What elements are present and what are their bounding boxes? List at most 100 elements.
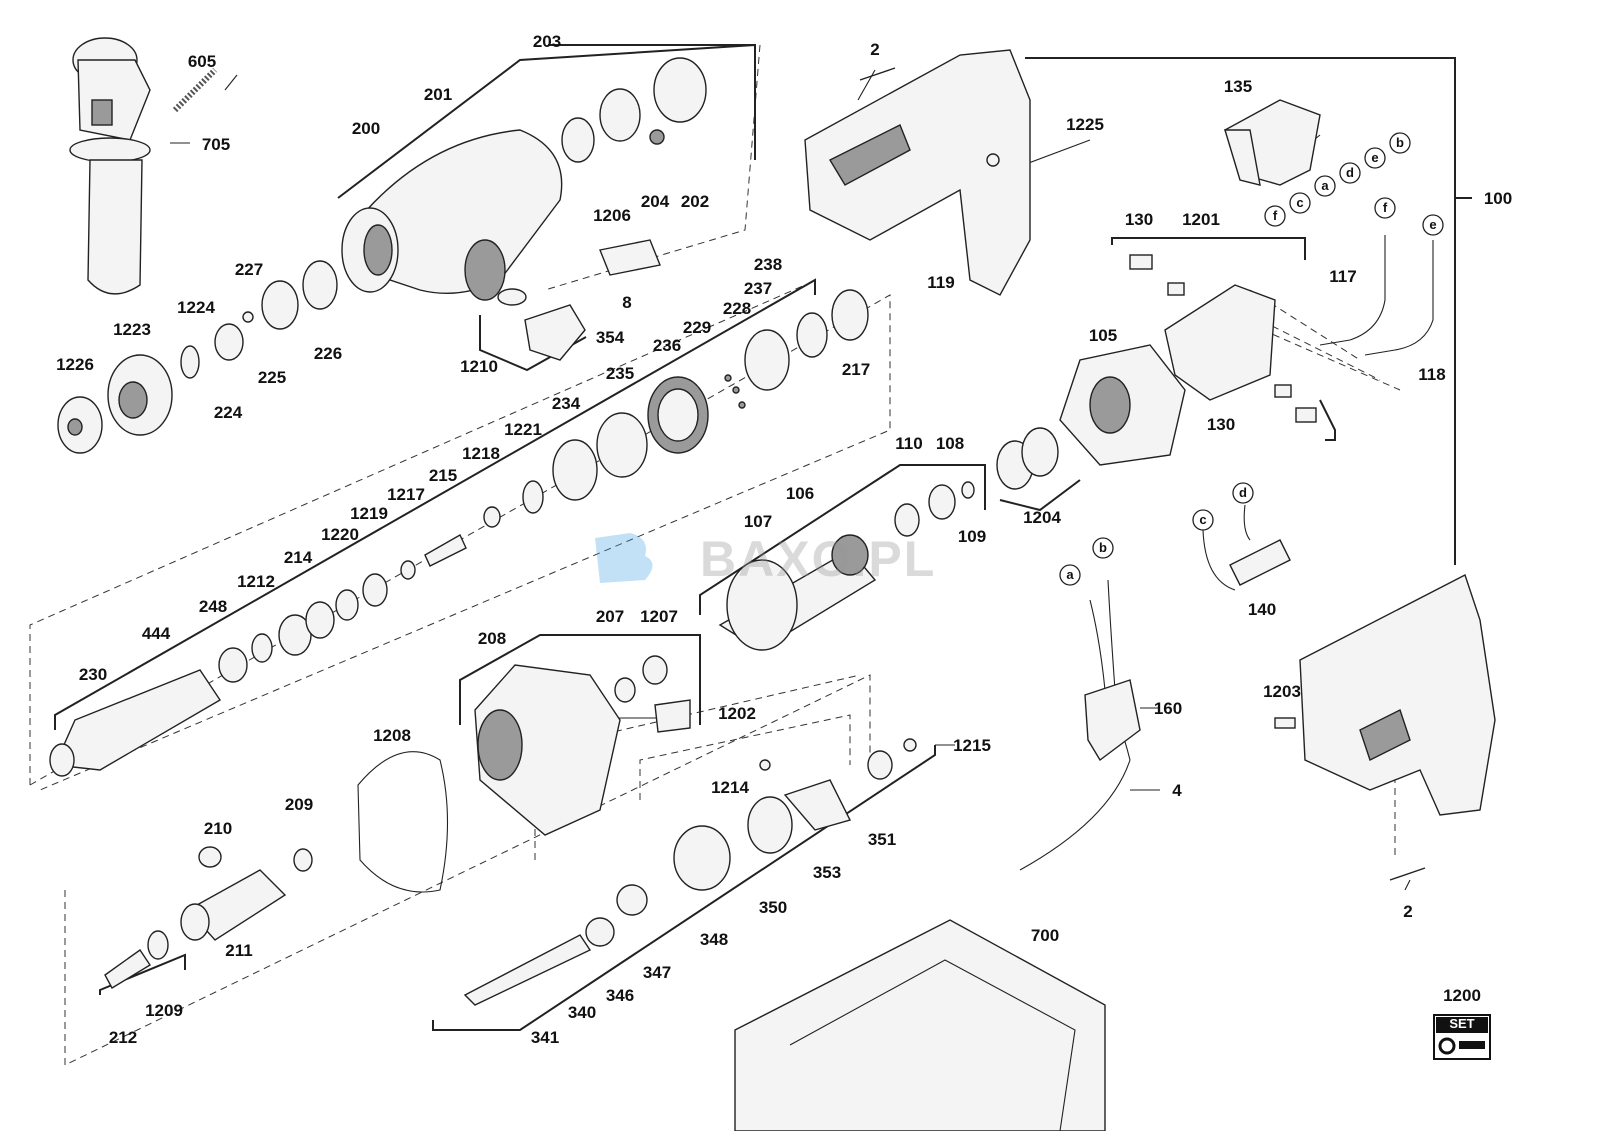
part-number-label: 705 bbox=[202, 135, 230, 154]
part-number-label: 227 bbox=[235, 260, 263, 279]
part-number-label: 1224 bbox=[177, 298, 215, 317]
part-number-label: 214 bbox=[284, 548, 313, 567]
part-number-label: 235 bbox=[606, 364, 634, 383]
part-number-label: 1220 bbox=[321, 525, 359, 544]
part-number-label: 202 bbox=[681, 192, 709, 211]
part-number-label: 201 bbox=[424, 85, 452, 104]
wire-letter-marker: b bbox=[1092, 537, 1114, 559]
selector-knob bbox=[497, 288, 586, 361]
part-number-label: 1201 bbox=[1182, 210, 1220, 229]
part-number-label: 229 bbox=[683, 318, 711, 337]
part-number-label: 226 bbox=[314, 344, 342, 363]
part-number-label: 217 bbox=[842, 360, 870, 379]
svg-text:c: c bbox=[1296, 195, 1303, 210]
part-number-label: 1207 bbox=[640, 607, 678, 626]
wire-letter-marker: a bbox=[1314, 175, 1336, 197]
part-number-label: 354 bbox=[596, 328, 625, 347]
part-number-label: 117 bbox=[1329, 267, 1356, 286]
part-number-label: 208 bbox=[478, 629, 506, 648]
wire-letter-marker: d bbox=[1339, 162, 1361, 184]
part-number-label: 1204 bbox=[1023, 508, 1061, 527]
part-number-label: 118 bbox=[1418, 365, 1445, 384]
watermark-text: BAXO.PL bbox=[700, 531, 937, 587]
svg-text:f: f bbox=[1383, 200, 1388, 215]
brush-holder bbox=[1129, 254, 1317, 423]
wire-letter-marker: a bbox=[1059, 564, 1081, 586]
part-number-label: 105 bbox=[1089, 326, 1117, 345]
part-number-label: 2 bbox=[870, 40, 879, 59]
part-number-label: 119 bbox=[927, 273, 954, 292]
wire-letter-marker: b bbox=[1389, 132, 1411, 154]
wire-letter-marker: e bbox=[1364, 147, 1386, 169]
part-number-label: 236 bbox=[653, 336, 681, 355]
part-number-label: 140 bbox=[1248, 600, 1276, 619]
part-number-label: 347 bbox=[643, 963, 671, 982]
part-number-label: 4 bbox=[1172, 781, 1182, 800]
stator-field bbox=[996, 344, 1186, 490]
part-number-label: 1203 bbox=[1263, 682, 1301, 701]
part-number-label: 204 bbox=[641, 192, 670, 211]
part-number-label: 1218 bbox=[462, 444, 500, 463]
wire-letter-marker: c bbox=[1289, 192, 1311, 214]
part-number-label: 212 bbox=[109, 1028, 137, 1047]
part-number-label: 351 bbox=[868, 830, 896, 849]
svg-text:b: b bbox=[1396, 135, 1404, 150]
nose-rings bbox=[561, 57, 707, 276]
wire-letter-marker: d bbox=[1232, 482, 1254, 504]
part-number-label: 1226 bbox=[56, 355, 94, 374]
wire-letter-marker: e bbox=[1422, 214, 1444, 236]
part-number-label: 130 bbox=[1207, 415, 1235, 434]
part-number-label: 2 bbox=[1403, 902, 1412, 921]
part-number-label: 700 bbox=[1031, 926, 1059, 945]
part-number-label: 1219 bbox=[350, 504, 388, 523]
housing-left bbox=[804, 49, 1031, 296]
svg-text:d: d bbox=[1346, 165, 1354, 180]
part-number-label: 353 bbox=[813, 863, 841, 882]
part-number-label: 224 bbox=[214, 403, 243, 422]
part-number-label: 1225 bbox=[1066, 115, 1104, 134]
part-number-label: 341 bbox=[531, 1028, 559, 1047]
set-icon bbox=[1433, 1014, 1491, 1060]
switch-assembly bbox=[1224, 99, 1321, 186]
svg-text:c: c bbox=[1199, 512, 1206, 527]
svg-text:d: d bbox=[1239, 485, 1247, 500]
armature bbox=[718, 481, 975, 651]
part-number-label: 108 bbox=[936, 434, 964, 453]
part-number-label: 237 bbox=[744, 279, 772, 298]
part-number-label: 346 bbox=[606, 986, 634, 1005]
side-handle bbox=[69, 37, 218, 295]
part-number-label: 210 bbox=[204, 819, 232, 838]
baxo-logo bbox=[595, 533, 653, 583]
part-number-label: 238 bbox=[754, 255, 782, 274]
part-number-label: 1223 bbox=[113, 320, 151, 339]
part-number-label: 225 bbox=[258, 368, 286, 387]
gear-housing-cover bbox=[341, 129, 563, 301]
housing-right bbox=[1274, 574, 1496, 881]
part-number-label: 207 bbox=[596, 607, 624, 626]
part-number-label: 109 bbox=[958, 527, 986, 546]
part-number-label: 203 bbox=[533, 32, 561, 51]
part-number-label: 348 bbox=[700, 930, 728, 949]
part-number-label: 211 bbox=[225, 941, 252, 960]
bracket-lines bbox=[54, 43, 1472, 1031]
part-number-label: 228 bbox=[723, 299, 751, 318]
wire-letter-marker: c bbox=[1192, 509, 1214, 531]
part-number-label: 1200 bbox=[1443, 986, 1481, 1005]
part-number-label: 350 bbox=[759, 898, 787, 917]
part-number-label: 130 bbox=[1125, 210, 1153, 229]
part-number-label: 1221 bbox=[504, 420, 542, 439]
part-number-label: 230 bbox=[79, 665, 107, 684]
wire-letter-marker: f bbox=[1374, 197, 1396, 219]
part-number-label: 1217 bbox=[387, 485, 425, 504]
part-number-label: 1208 bbox=[373, 726, 411, 745]
carry-case bbox=[734, 919, 1106, 1131]
part-number-label: 234 bbox=[552, 394, 581, 413]
part-number-label: 1206 bbox=[593, 206, 631, 225]
part-number-label: 209 bbox=[285, 795, 313, 814]
part-number-label: 248 bbox=[199, 597, 227, 616]
part-number-label: 1214 bbox=[711, 778, 749, 797]
cable-and-clamp bbox=[1019, 235, 1434, 871]
